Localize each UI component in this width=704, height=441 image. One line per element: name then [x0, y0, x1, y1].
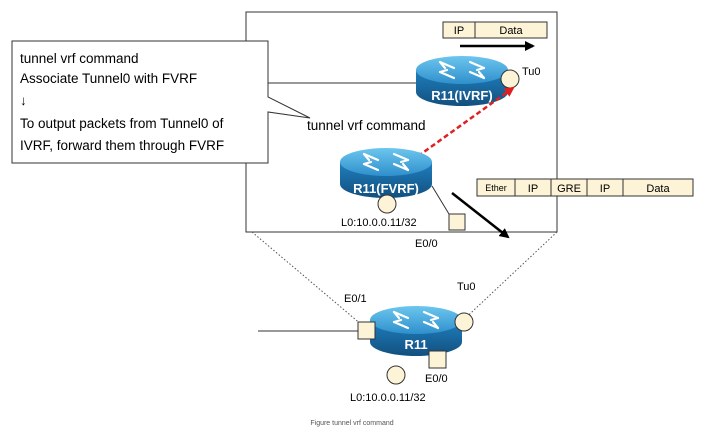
loopback-bottom-icon — [386, 365, 406, 385]
e0-0-inner-label: E0/0 — [415, 238, 438, 250]
e0-0-interface-icon — [448, 213, 466, 231]
header-field: IP — [528, 183, 538, 195]
zoom-line-right — [457, 231, 558, 326]
e0-0-bottom-interface-icon — [428, 350, 447, 369]
header-field: Data — [646, 183, 670, 195]
e0-0-connector — [431, 185, 450, 215]
router-ivrf: R11(IVRF) — [414, 54, 510, 108]
packet-header-inner: IP Data — [442, 21, 548, 39]
header-field: GRE — [557, 183, 581, 195]
tu0-interface-icon — [500, 69, 520, 89]
tu0-bottom-label: Tu0 — [457, 281, 476, 293]
zoom-line-left — [251, 231, 363, 326]
router-label: R11(IVRF) — [431, 88, 492, 103]
router-label: R11(FVRF) — [353, 181, 419, 196]
callout-line: tunnel vrf command — [20, 51, 139, 66]
router-fvrf: R11(FVRF) — [338, 146, 434, 200]
tu0-bottom-interface-icon — [454, 312, 474, 332]
header-field: IP — [454, 25, 464, 37]
e0-0-bottom-label: E0/0 — [425, 373, 448, 385]
header-field: Data — [499, 25, 523, 37]
header-field: IP — [600, 183, 610, 195]
header-field: Ether — [485, 183, 507, 193]
loopback-bottom-label: L0:10.0.0.11/32 — [350, 392, 426, 404]
callout-line: To output packets from Tunnel0 of — [20, 116, 224, 131]
callout-box: tunnel vrf command Associate Tunnel0 wit… — [11, 40, 311, 164]
arrow-outer-packet — [451, 192, 510, 239]
tu0-top-label: Tu0 — [522, 66, 541, 78]
loopback-inner-label: L0:10.0.0.11/32 — [341, 217, 417, 229]
e0-1-interface-icon — [357, 321, 376, 340]
router-main: R11 — [368, 304, 464, 358]
figure-caption: Figure tunnel vrf command — [310, 420, 393, 427]
callout-line: IVRF, forward them through FVRF — [20, 138, 224, 153]
router-label: R11 — [404, 337, 427, 352]
loopback-icon — [377, 194, 397, 214]
callout-line: Associate Tunnel0 with FVRF — [20, 71, 197, 86]
annotation-text: tunnel vrf command — [307, 118, 426, 133]
callout-line: ↓ — [20, 93, 27, 108]
packet-header-outer: Ether IP GRE IP Data — [476, 178, 694, 197]
e0-1-label: E0/1 — [344, 293, 367, 305]
